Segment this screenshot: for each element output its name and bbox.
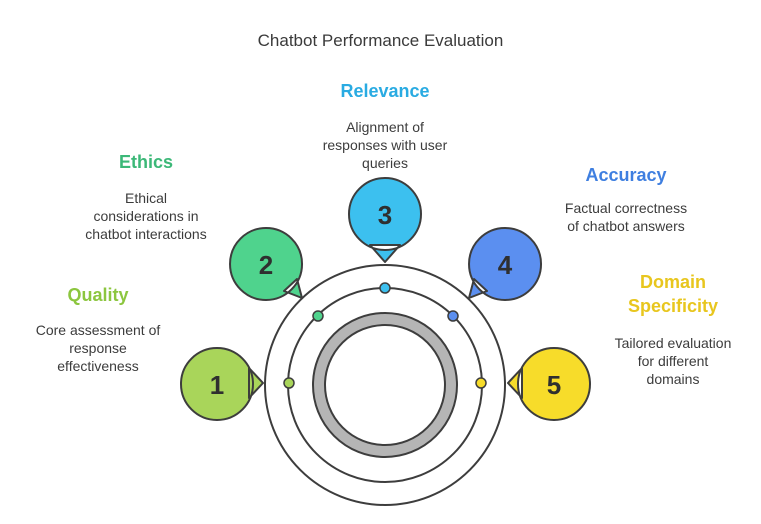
stage-3-number: 3	[378, 200, 392, 230]
stage-1-number: 1	[210, 370, 224, 400]
stage-3-description-line: Alignment of	[346, 119, 424, 135]
stage-2-description-line: considerations in	[93, 208, 199, 224]
stage-2-number: 2	[259, 250, 273, 280]
stage-5-label: Domain Specificity	[598, 270, 748, 318]
stage-1-label: Quality	[67, 285, 129, 305]
stage-3-label: Relevance	[340, 81, 430, 101]
stage-1-node: 1	[180, 347, 264, 421]
stage-2-node: 2	[229, 227, 303, 301]
stage-3-description-line: queries	[362, 155, 408, 171]
stage-4-description-line: of chatbot answers	[567, 218, 685, 234]
stage-4-dot	[447, 310, 459, 322]
stage-4-number: 4	[498, 250, 513, 280]
stage-2-dot	[312, 310, 324, 322]
stage-3-node: 3	[348, 177, 422, 263]
stage-1-description-line: effectiveness	[57, 358, 139, 374]
stage-5-label-line: Specificity	[627, 296, 719, 316]
page-title: Chatbot Performance Evaluation	[257, 31, 504, 50]
stage-1-dot	[283, 377, 295, 389]
stage-2-description-line: chatbot interactions	[85, 226, 207, 242]
stage-5-dot	[475, 377, 487, 389]
stage-3-description-line: responses with user	[322, 137, 448, 153]
stage-4-description-line: Factual correctness	[564, 200, 688, 216]
inner-ring-outline-outer	[312, 312, 458, 458]
inner-ring-band	[313, 313, 457, 457]
stage-5-description-line: for different	[637, 353, 709, 369]
stage-5-description-line: domains	[646, 371, 700, 387]
inner-ring-outline-inner	[324, 324, 446, 446]
stage-2-description: Ethical considerations in chatbot intera…	[66, 189, 226, 243]
stage-4-label: Accuracy	[585, 165, 667, 185]
stage-5-number: 5	[547, 370, 561, 400]
stage-1-description: Core assessment of response effectivenes…	[18, 321, 178, 375]
stage-5-node: 5	[507, 347, 591, 421]
stage-5-label-line: Domain	[639, 272, 706, 292]
stage-5-description-line: Tailored evaluation	[614, 335, 732, 351]
stage-4-node: 4	[468, 227, 542, 301]
stage-1-description-line: response	[69, 340, 127, 356]
stage-2-label: Ethics	[118, 152, 174, 172]
stage-3-description: Alignment of responses with user queries	[300, 118, 470, 172]
stage-3-dot	[379, 282, 391, 294]
stage-5-description: Tailored evaluation for different domain…	[583, 334, 761, 388]
stage-2-description-line: Ethical	[124, 190, 168, 206]
stage-4-description: Factual correctness of chatbot answers	[541, 199, 711, 235]
stage-1-description-line: Core assessment of	[35, 322, 161, 338]
outer-ring	[264, 264, 506, 506]
